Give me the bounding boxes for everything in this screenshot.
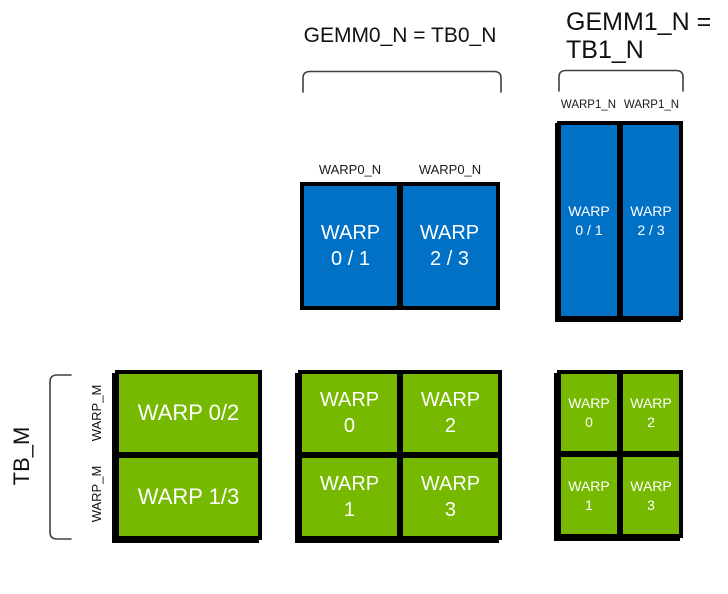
warp-cell: WARP 1: [302, 458, 397, 536]
warp-cell: WARP 0/2: [119, 374, 258, 452]
tb-m-label: TB_M: [9, 426, 34, 486]
gemm0-width-bracket: [302, 70, 502, 93]
warp0-n-label: WARP0_N: [318, 162, 382, 177]
warp-cell: WARP 3: [403, 458, 498, 536]
gemm1-b-operand-block: WARP 0 / 1 WARP 2 / 3: [557, 121, 683, 320]
gemm1-warp-grid: WARP 0 WARP 2 WARP 1 WARP 3: [557, 370, 683, 538]
tb-m-operand-block: WARP 0/2 WARP 1/3: [115, 370, 262, 540]
warp-cell: WARP 0 / 1: [304, 186, 397, 306]
warp1-n-label-row: WARP1_N WARP1_N: [557, 99, 683, 111]
warp-cell: WARP 1: [561, 457, 617, 534]
warp0-n-label: WARP0_N: [418, 162, 482, 177]
gemm0-b-operand-block: WARP 0 / 1 WARP 2 / 3: [300, 182, 500, 310]
warp-cell: WARP 1/3: [119, 458, 258, 536]
warp-cell: WARP 2 / 3: [623, 125, 679, 316]
warp-cell: WARP 3: [623, 457, 679, 534]
warp1-n-label: WARP1_N: [623, 99, 680, 111]
warp-cell: WARP 0: [302, 374, 397, 452]
warp0-n-label-row: WARP0_N WARP0_N: [300, 162, 500, 177]
warp-cell: WARP 2 / 3: [403, 186, 496, 306]
gemm1-width-bracket: [558, 69, 684, 92]
warp-m-label: WARP_M: [89, 384, 104, 442]
warp-cell: WARP 0: [561, 374, 617, 451]
gemm1-title: GEMM1_N = TB1_N: [566, 8, 712, 64]
gemm0-warp-grid: WARP 0 WARP 2 WARP 1 WARP 3: [298, 370, 502, 540]
tb-m-height-bracket: [49, 374, 72, 540]
gemm0-title: GEMM0_N = TB0_N: [303, 24, 497, 47]
warp1-n-label: WARP1_N: [560, 99, 617, 111]
warp-m-label: WARP_M: [89, 465, 104, 523]
warp-cell: WARP 2: [623, 374, 679, 451]
warp-cell: WARP 2: [403, 374, 498, 452]
warp-cell: WARP 0 / 1: [561, 125, 617, 316]
